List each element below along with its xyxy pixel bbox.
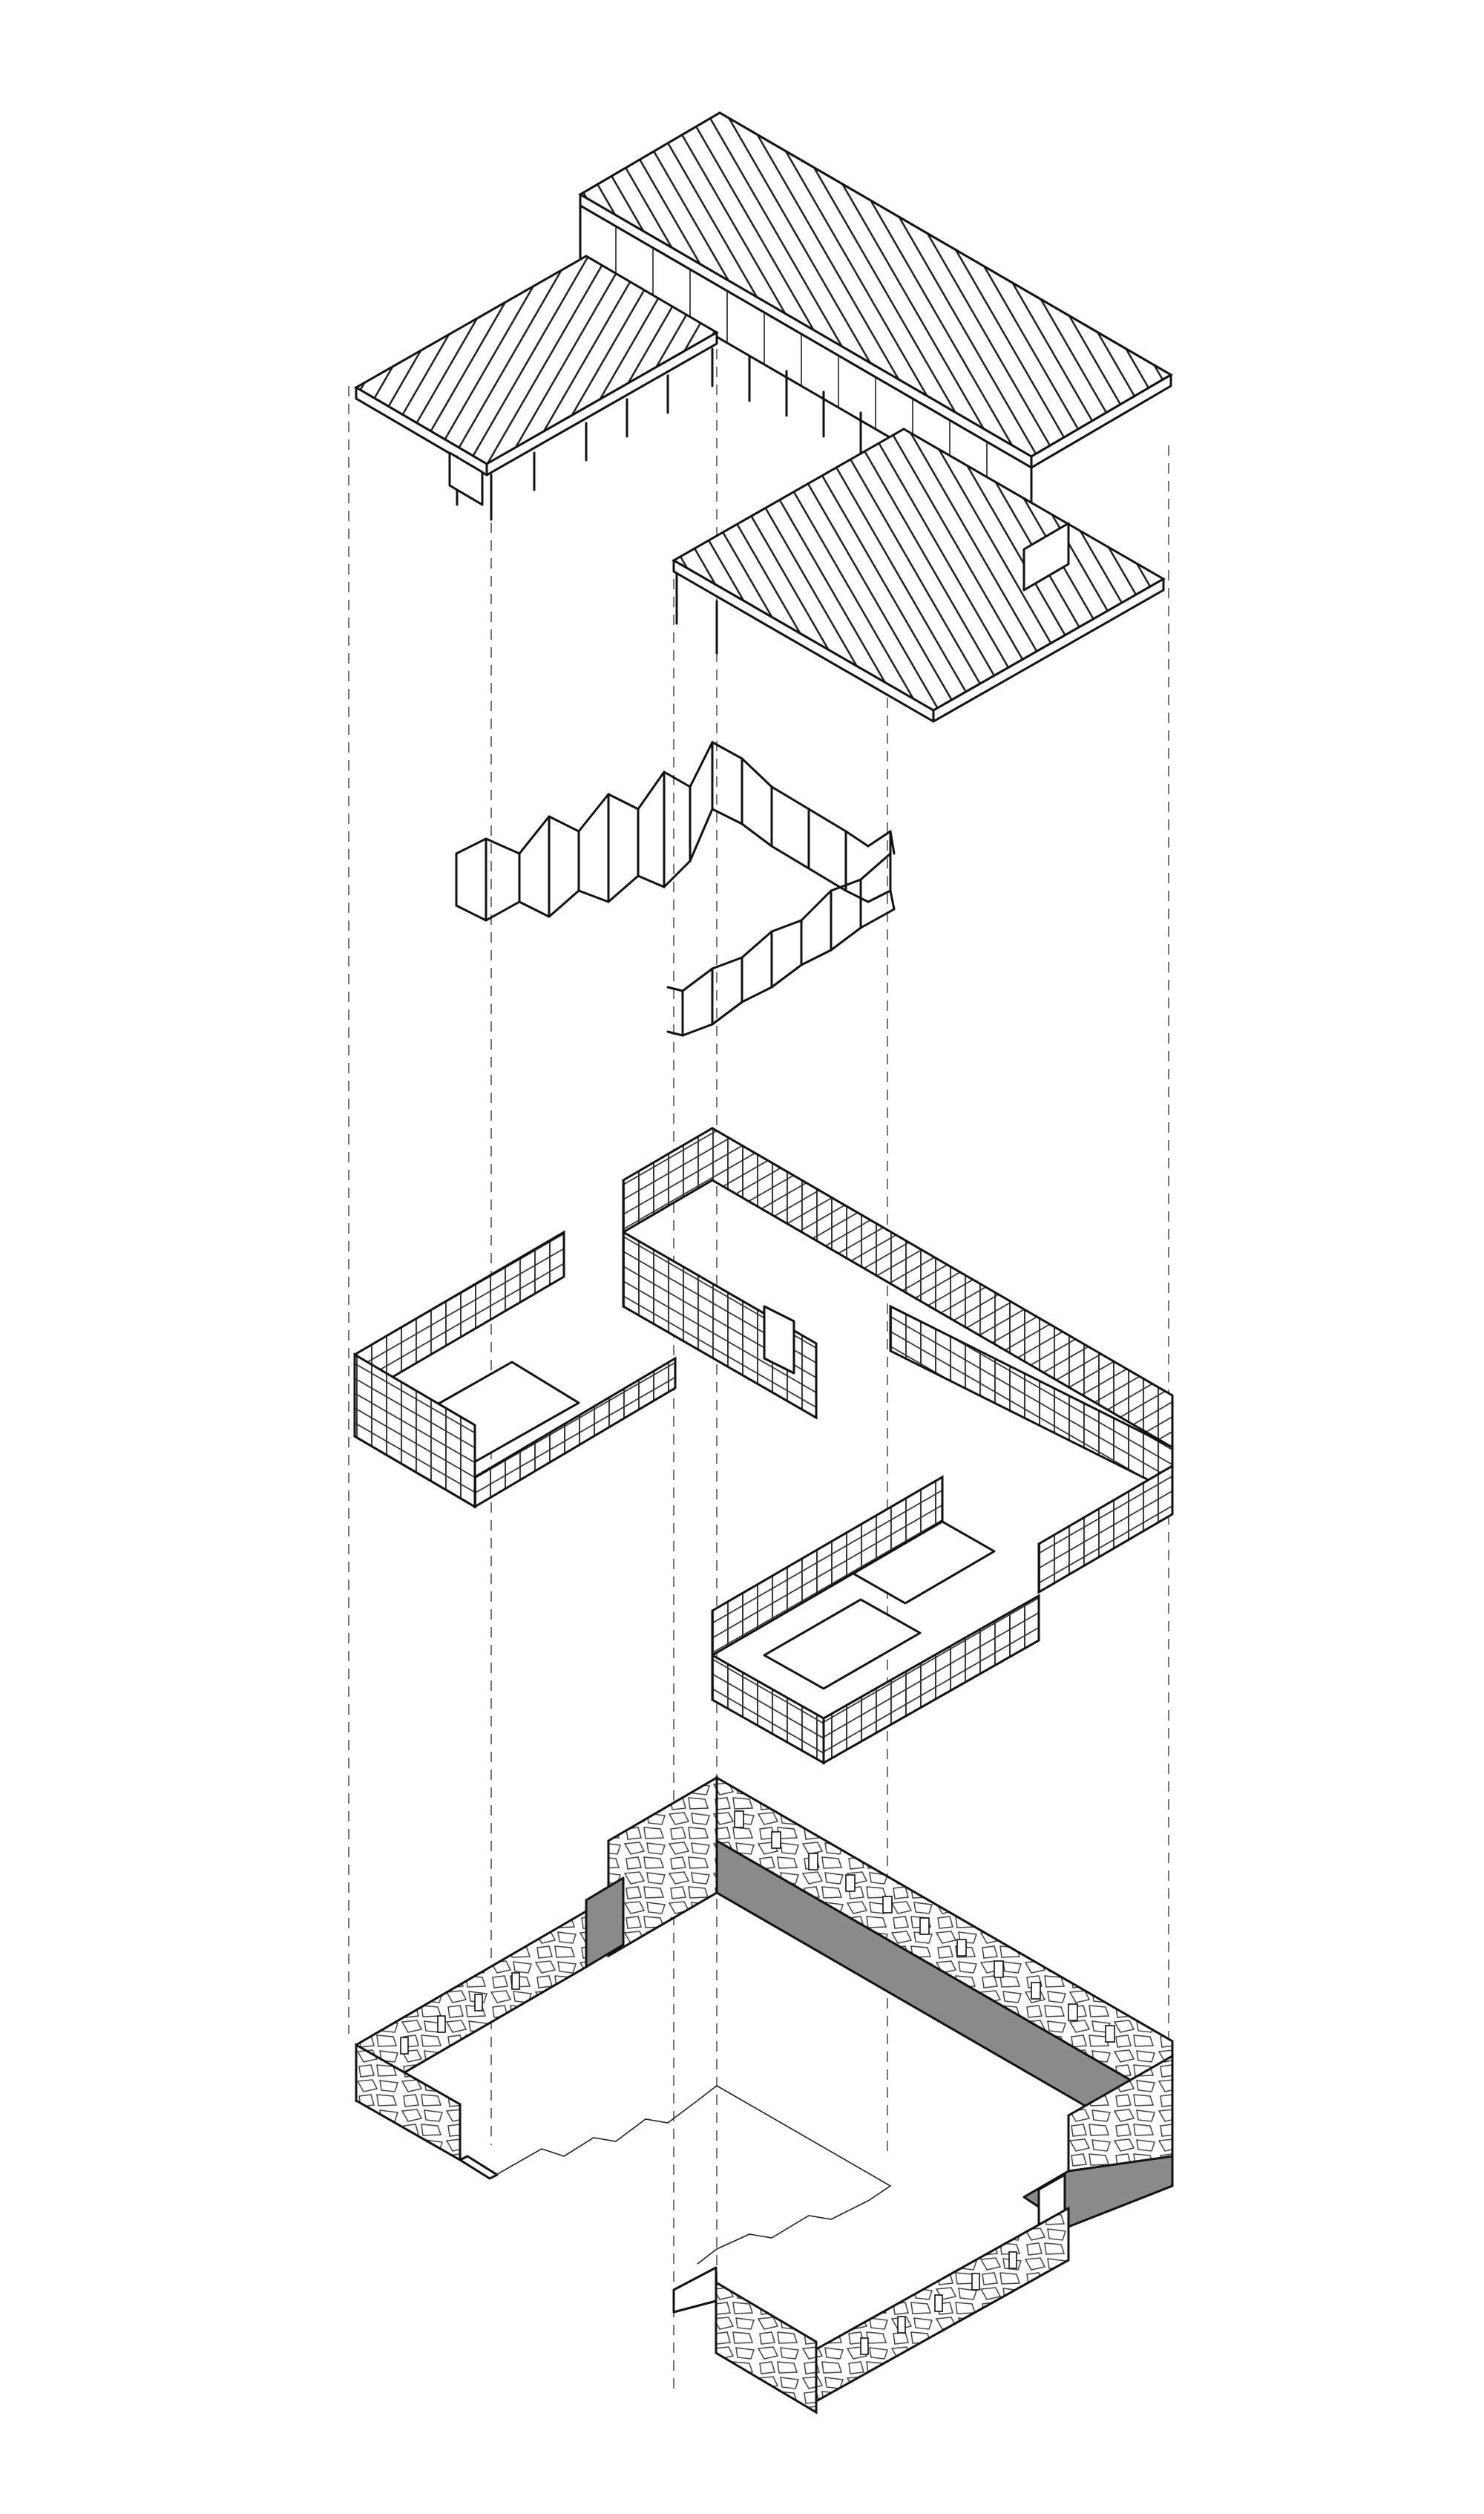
stepped-floor-outline [489,2085,892,2265]
timber-frame-layer [353,1127,1174,1765]
left-frame-front-wall [353,1352,476,1509]
base-floor-edge [459,2155,499,2180]
stone-wall-lower-end [715,2280,818,2415]
roof-structure-layer [354,111,1173,723]
zigzag-top-edge [455,741,896,855]
shaded-wall-left [585,1876,625,1968]
zigzag-posts [455,741,892,922]
central-columns [748,355,862,459]
lower-wing-end-wall [1022,522,1070,592]
central-frame-front-face [622,1230,818,1420]
lower-wing-roof-plane [671,428,1166,712]
central-door-opening [763,1305,795,1375]
lower-frame-right-face [822,1594,1040,1765]
zigzag-bottom-edge [455,808,896,922]
lower-frame-courtyard [763,1598,922,1690]
stair-partition-layer [455,741,896,1037]
base-floor-lower [672,2266,718,2314]
main-roof-edge [1030,373,1172,469]
left-wing-columns [448,347,714,521]
zigzag-lower-run-top [666,852,892,992]
central-frame-right-end [1037,1464,1174,1594]
alignment-guides [348,349,1169,2390]
stone-wall-back-left [607,1775,718,1958]
zigzag-lower-posts [681,878,862,1037]
lower-frame-courtyard [852,1520,996,1605]
left-wing-roof-edge [485,331,718,477]
base-windows [400,1810,1115,2355]
left-wing-end-wall [448,451,484,506]
stone-wall-back-right [715,1775,1174,2107]
lower-wing-roof-edge [932,577,1165,723]
stone-base-walls-layer [355,1775,1174,2415]
